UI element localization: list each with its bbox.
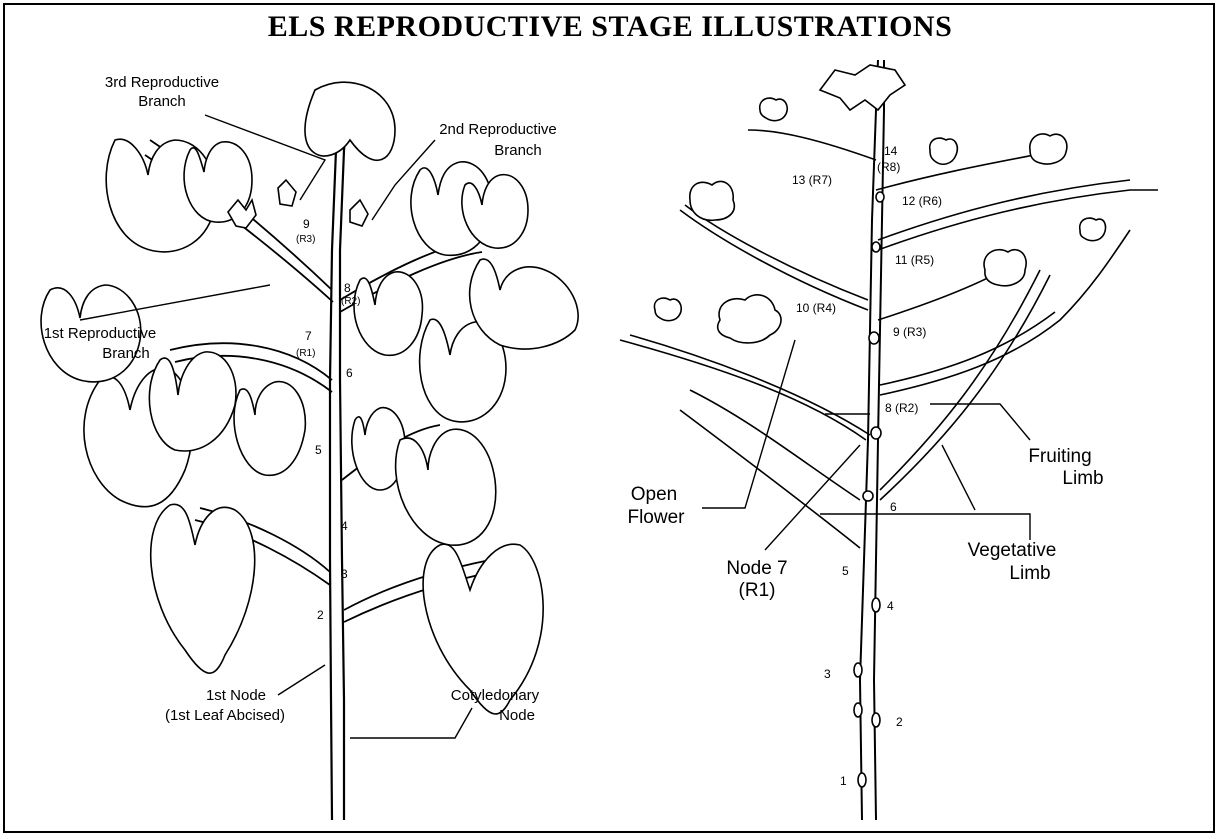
second-branch-label-line2: Branch	[494, 142, 542, 159]
open-flower-label-line2: Flower	[627, 507, 685, 528]
right-labels: Fruiting Limb Vegetative Limb Open Flowe…	[627, 144, 1103, 788]
third-branch-label-line2: Branch	[138, 93, 186, 110]
right-node-2: 2	[896, 715, 903, 729]
left-node-6: 6	[346, 366, 353, 380]
left-node-7-r: (R1)	[296, 348, 315, 359]
left-node-2: 2	[317, 608, 324, 622]
right-node-4: 4	[887, 599, 894, 613]
node7-leader-line	[765, 445, 860, 550]
right-node-9: 9 (R3)	[893, 325, 926, 339]
right-node-12: 12 (R6)	[902, 194, 942, 208]
first-node-label-line2: (1st Leaf Abcised)	[165, 707, 285, 724]
right-node-13: 13 (R7)	[792, 173, 832, 187]
right-node-1: 1	[840, 774, 847, 788]
second-branch-label-line1: 2nd Reproductive	[439, 121, 557, 138]
right-node-8: 8 (R2)	[885, 401, 918, 415]
right-node-6: 6	[890, 500, 897, 514]
right-node-14: 14	[884, 144, 898, 158]
first-node-leader-line	[278, 665, 325, 695]
open-flower-shape	[718, 295, 781, 343]
left-node-9: 9	[303, 217, 310, 231]
left-node-4: 4	[341, 519, 348, 533]
fruiting-limb-label-line1: Fruiting	[1028, 446, 1091, 467]
left-node-9-r: (R3)	[296, 234, 315, 245]
node7-label-line1: Node 7	[726, 558, 787, 579]
cotyledonary-label-line2: Node	[499, 707, 535, 724]
first-branch-label-line2: Branch	[102, 345, 150, 362]
right-node-14-r: (R8)	[877, 160, 900, 174]
vegetative-limb-label-line1: Vegetative	[968, 540, 1057, 561]
first-branch-label-line1: 1st Reproductive	[44, 325, 157, 342]
left-node-8: 8	[344, 281, 351, 295]
right-node-5: 5	[842, 564, 849, 578]
fruiting-limb-leader-line	[825, 404, 1030, 440]
right-node-10: 10 (R4)	[796, 301, 836, 315]
vegetative-limb-leader-line	[820, 445, 1030, 540]
cotyledonary-leader-line	[350, 708, 472, 738]
left-plant-drawing	[41, 82, 578, 820]
left-node-5: 5	[315, 443, 322, 457]
right-plant-drawing	[620, 60, 1158, 820]
vegetative-limb-label-line2: Limb	[1009, 563, 1050, 584]
left-node-3: 3	[341, 567, 348, 581]
left-node-8-r: (R2)	[341, 296, 360, 307]
open-flower-label-line1: Open	[631, 484, 677, 505]
node7-label-line2: (R1)	[739, 580, 776, 601]
right-node-3: 3	[824, 667, 831, 681]
third-branch-label-line1: 3rd Reproductive	[105, 74, 219, 91]
right-node-11: 11 (R5)	[895, 253, 934, 267]
cotyledonary-label-line1: Cotyledonary	[451, 687, 540, 704]
fruiting-limb-label-line2: Limb	[1062, 468, 1103, 489]
first-node-label-line1: 1st Node	[206, 687, 266, 704]
left-node-7: 7	[305, 329, 312, 343]
